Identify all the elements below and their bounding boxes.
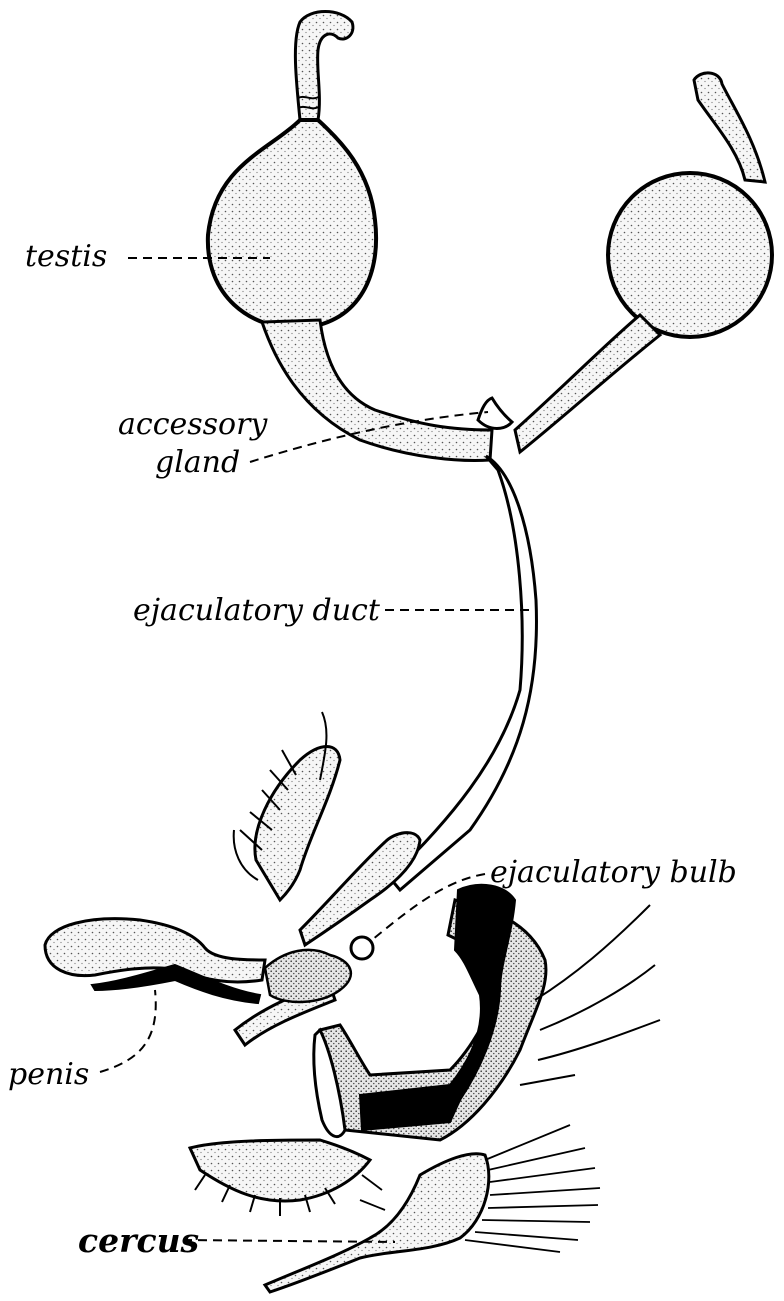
right-vas-deferens [515,315,660,452]
left-testis [208,120,376,328]
left-testis-apical-tube [295,12,353,121]
right-testis-apical-tube [694,73,765,182]
left-vas-deferens [262,320,492,460]
ejaculatory-duct [390,456,536,890]
label-ejaculatory-duct: ejaculatory duct [133,596,380,626]
epandrium-bristles [520,905,660,1085]
label-testis: testis [25,242,107,272]
genital-midpiece [265,950,351,1002]
ventral-plate [190,1140,370,1201]
label-penis: penis [8,1060,89,1090]
label-cercus: cercus [78,1224,199,1257]
ejaculatory-bulb [351,937,373,959]
accessory-gland [478,398,512,429]
gonostylus [255,747,340,901]
label-ejaculatory-bulb: ejaculatory bulb [490,858,737,888]
label-accessory: accessory [118,410,267,440]
penis-leader [100,990,156,1072]
label-gland: gland [155,448,240,478]
right-testis [608,173,772,337]
